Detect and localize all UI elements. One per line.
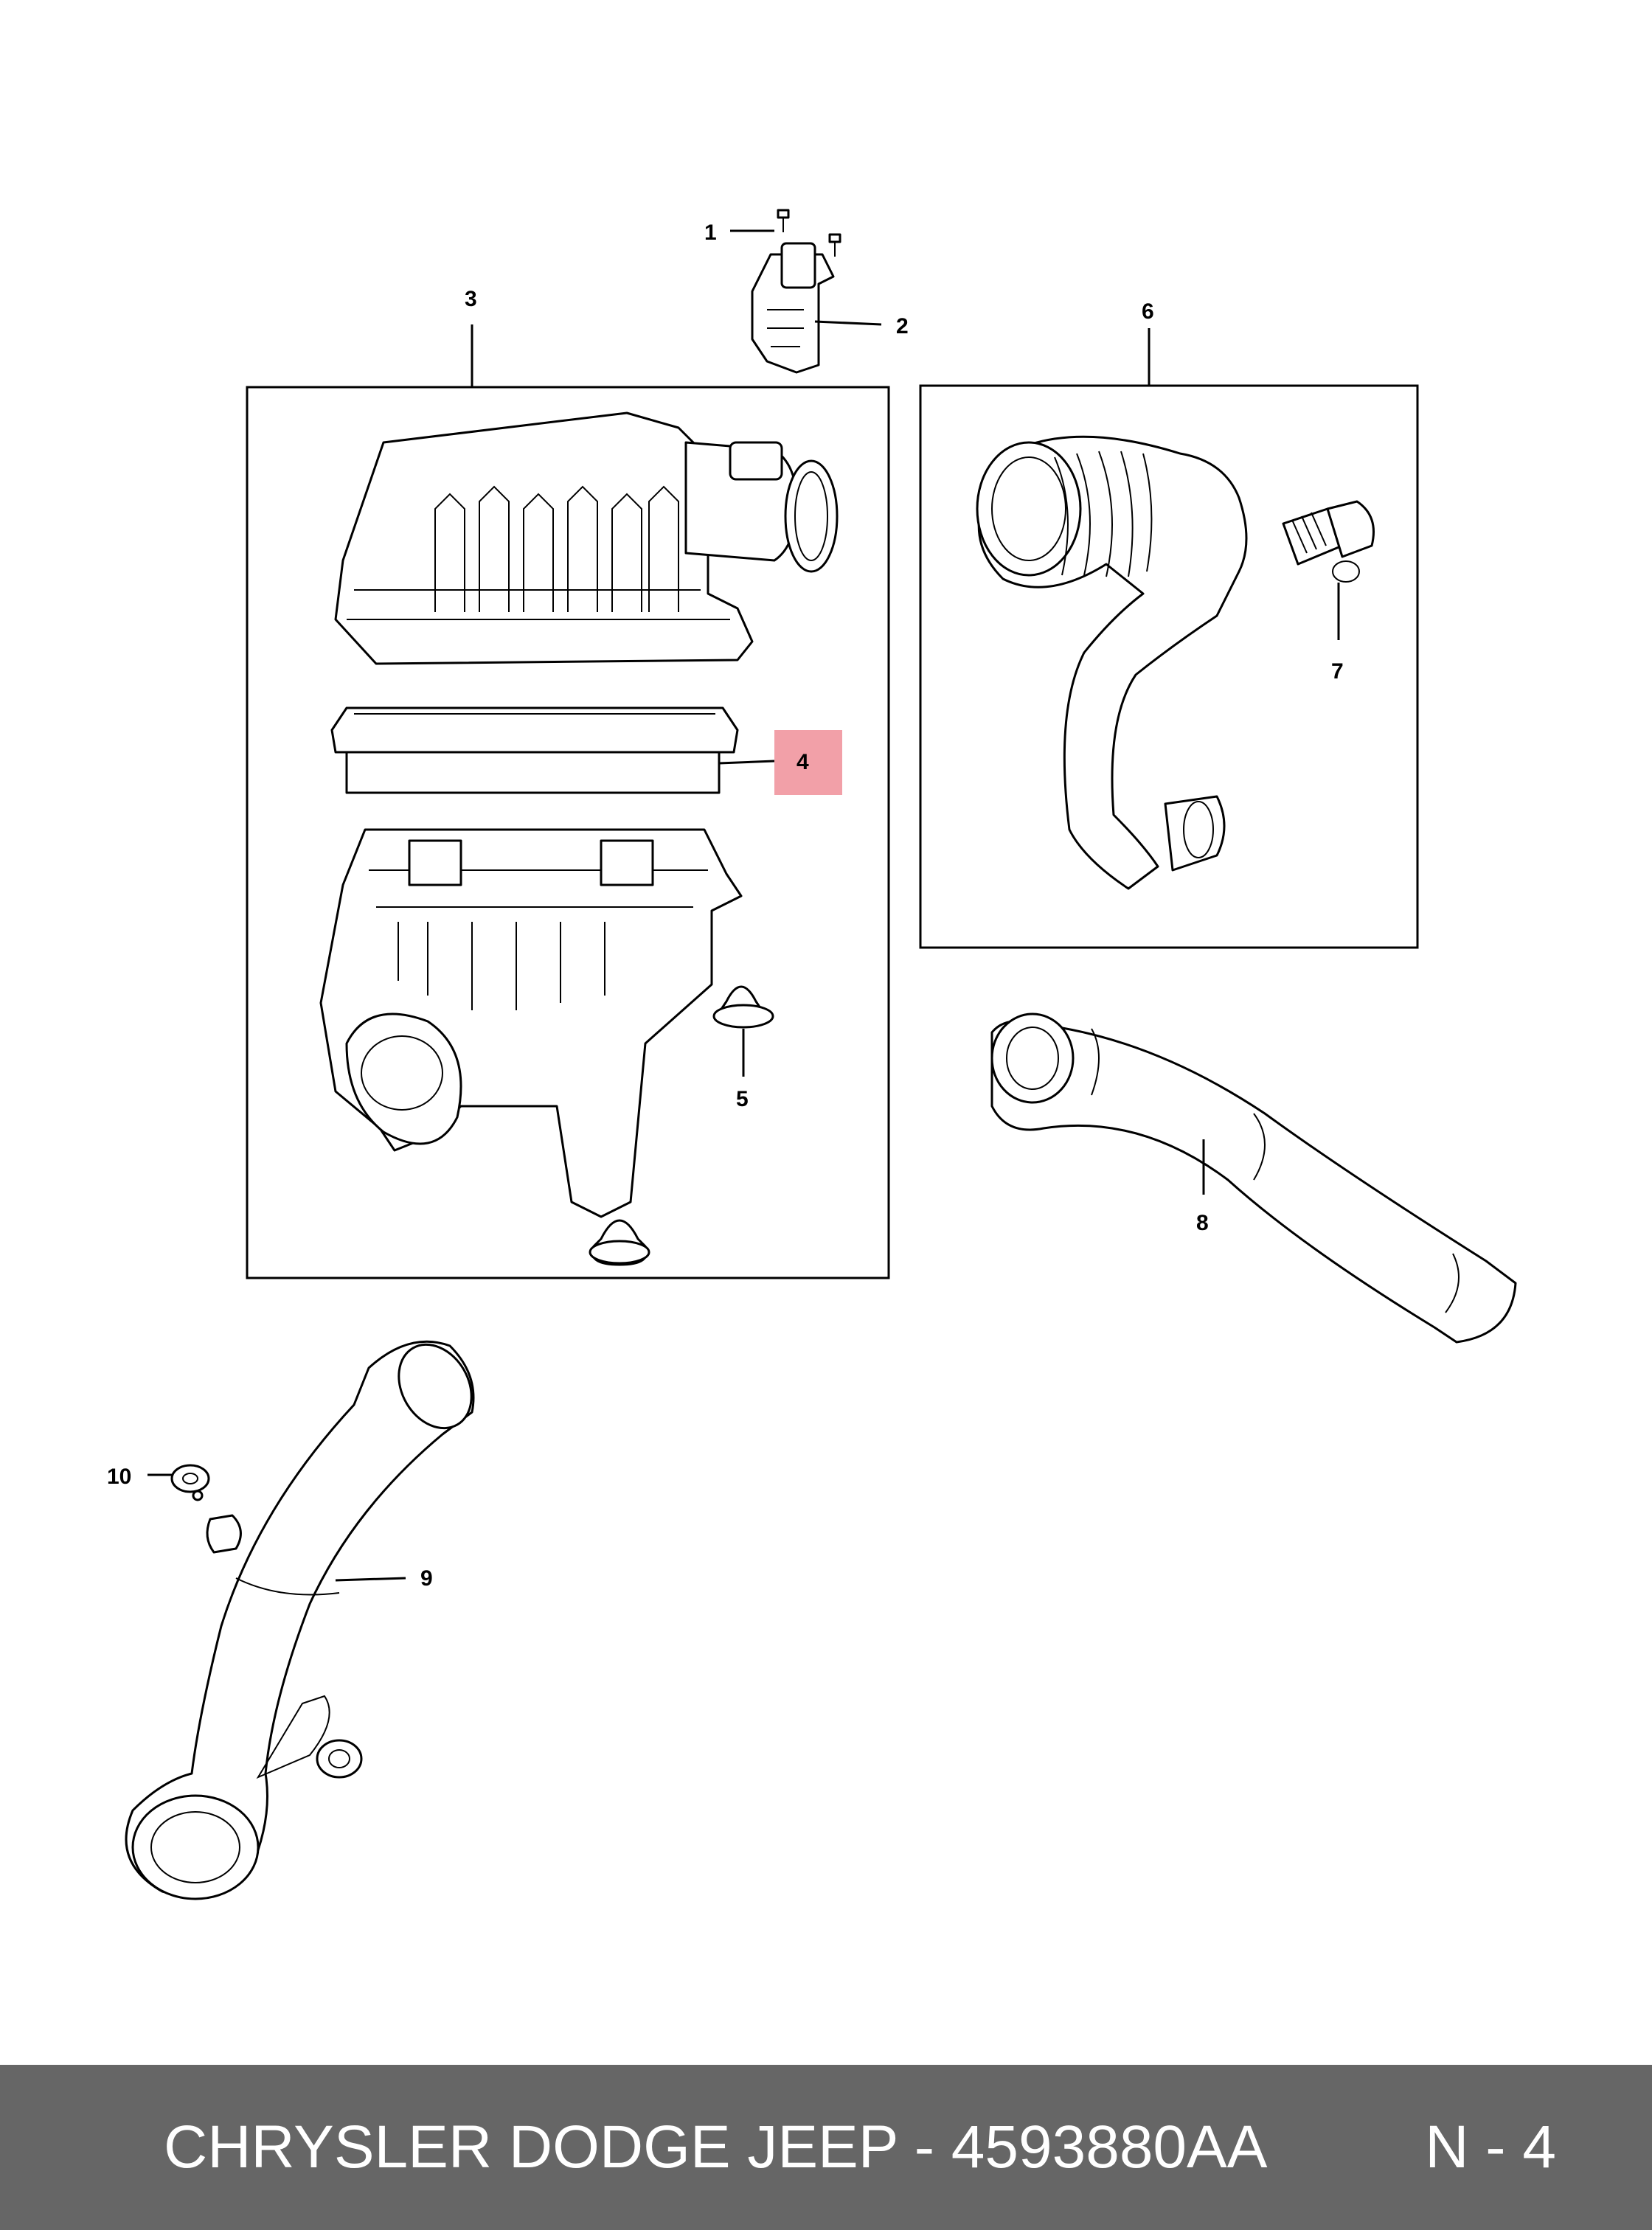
footer-bar: CHRYSLER DODGE JEEP - 4593880AA N - 4 (0, 2065, 1652, 2230)
fitting-part-7 (1282, 500, 1375, 583)
maf-sensor-part-2 (751, 242, 835, 374)
air-inlet-duct-part-6 (976, 435, 1248, 890)
footer-code: N - 4 (1425, 2113, 1556, 2181)
air-cleaner-lid (334, 411, 839, 665)
footer-title: CHRYSLER DODGE JEEP - 4593880AA (164, 2113, 1268, 2181)
leader-4 (718, 760, 775, 765)
callout-9: 9 (420, 1566, 433, 1591)
callout-4: 4 (796, 750, 809, 774)
screw-part-1 (777, 209, 841, 257)
callout-4-highlight (774, 730, 842, 795)
air-cleaner-housing (319, 828, 743, 1218)
callout-3: 3 (465, 287, 477, 311)
callout-2: 2 (896, 314, 909, 338)
leader-9 (335, 1577, 406, 1582)
callout-7: 7 (1331, 659, 1344, 684)
air-inlet-duct-frame (919, 384, 1419, 949)
air-filter-part-4 (330, 706, 739, 794)
callout-5: 5 (736, 1087, 749, 1111)
grommet-lower (589, 1219, 650, 1266)
clip-nut-part-10 (170, 1464, 210, 1501)
grommet-part-5 (712, 985, 774, 1029)
callout-8: 8 (1196, 1211, 1209, 1235)
leader-2 (814, 320, 882, 326)
callout-1: 1 (704, 220, 717, 245)
hose-part-8 (990, 1012, 1517, 1344)
resonator-tube-part-9 (125, 1340, 475, 1900)
callout-10: 10 (107, 1465, 131, 1489)
callout-6: 6 (1142, 299, 1154, 324)
air-cleaner-assembly-frame (246, 386, 890, 1279)
parts-diagram: 1 2 3 4 5 (107, 209, 1517, 1900)
